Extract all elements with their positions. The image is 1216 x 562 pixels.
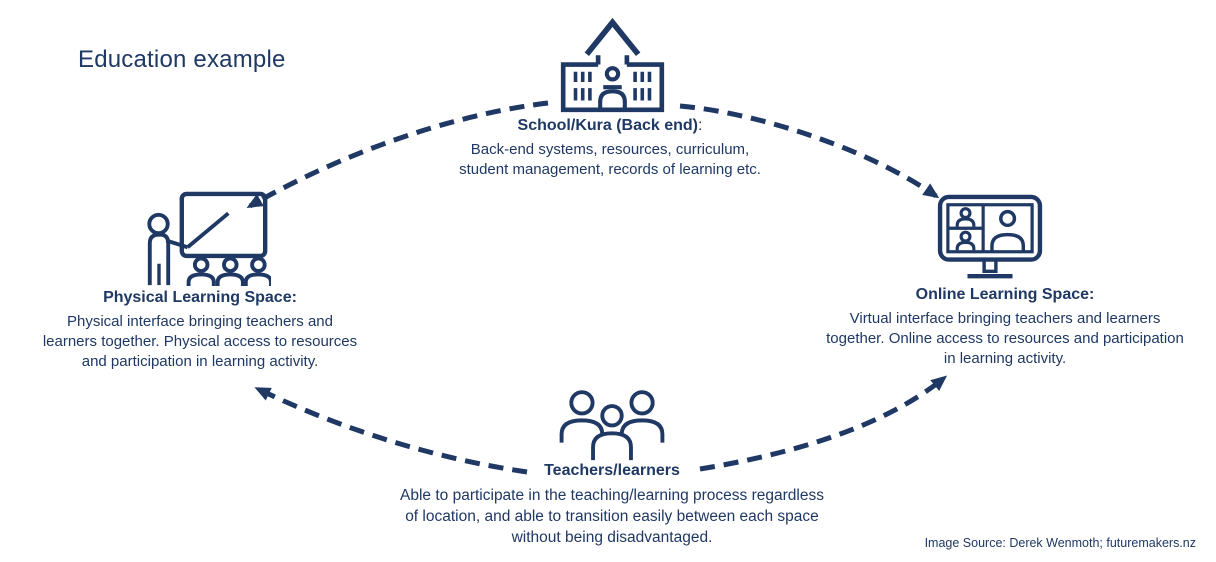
node-teachers: Teachers/learners Able to participate in… xyxy=(372,461,852,548)
online-description: Virtual interface bringing teachers and … xyxy=(826,310,1184,367)
online-heading: Online Learning Space: xyxy=(915,286,1095,303)
node-online: Online Learning Space: Virtual interface… xyxy=(815,285,1195,369)
teachers-heading: Teachers/learners xyxy=(544,462,680,479)
school-heading: School/Kura (Back end): xyxy=(517,117,703,134)
video-call-monitor-icon xyxy=(934,193,1046,287)
people-group-icon xyxy=(551,388,673,462)
arc-teachers-to-online xyxy=(699,375,948,472)
physical-heading: Physical Learning Space: xyxy=(103,289,297,306)
teachers-description: Able to participate in the teaching/lear… xyxy=(400,487,824,546)
school-description: Back-end systems, resources, curriculum,… xyxy=(459,141,761,178)
image-source-credit: Image Source: Derek Wenmoth; futuremaker… xyxy=(924,536,1196,550)
teacher-whiteboard-icon xyxy=(143,188,271,291)
page-title: Education example xyxy=(78,46,286,73)
arc-teachers-to-physical xyxy=(254,386,528,475)
node-physical: Physical Learning Space: Physical interf… xyxy=(18,288,382,372)
node-school: School/Kura (Back end): Back-end systems… xyxy=(407,116,813,180)
school-building-icon xyxy=(556,11,669,114)
physical-description: Physical interface bringing teachers and… xyxy=(42,313,358,370)
